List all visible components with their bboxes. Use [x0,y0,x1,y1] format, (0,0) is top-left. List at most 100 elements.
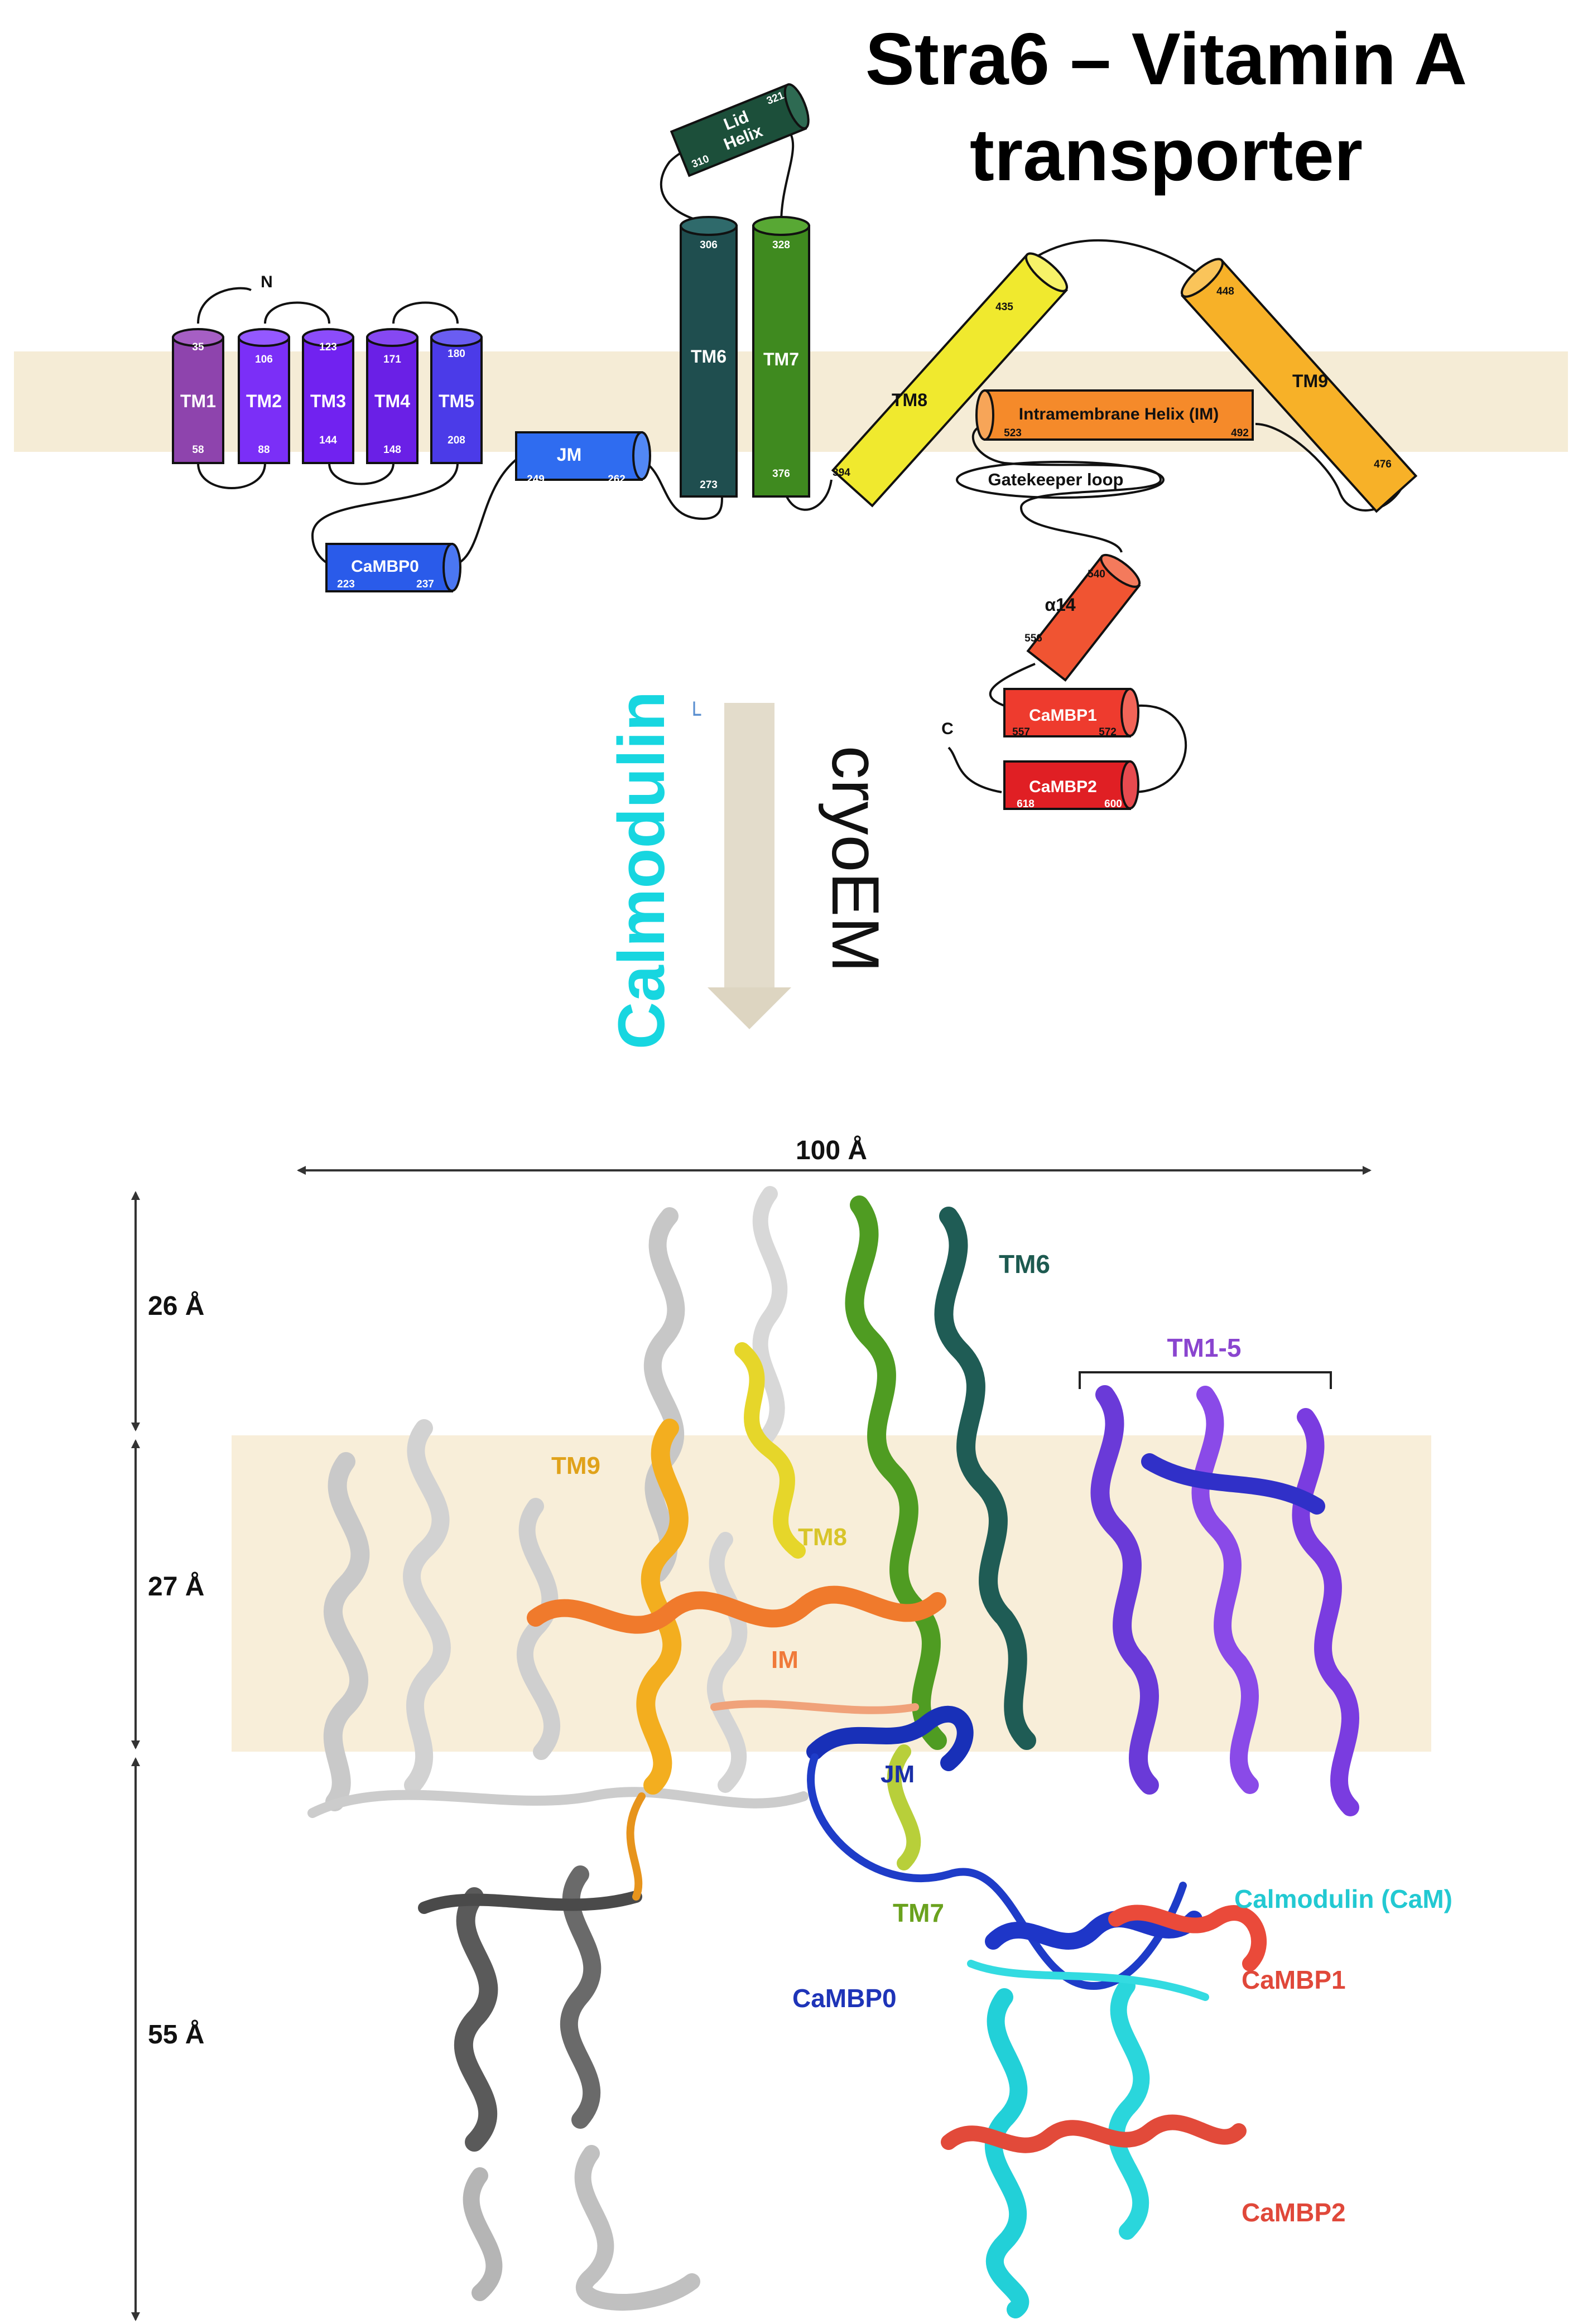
tm1-5-ribbon-a [1090,1385,1159,1795]
tm6-end: 273 [700,479,718,491]
struct-calmodulin-label: Calmodulin (CaM) [1234,1884,1452,1913]
tm4-end: 148 [383,444,401,456]
tm3-end: 144 [319,435,337,446]
gatekeeper-label: Gatekeeper loop [988,470,1124,489]
helix-tm4 [366,328,418,464]
struct-im-label: IM [771,1646,798,1674]
tm4-label: TM4 [374,391,410,411]
cambp1-helix [1108,1904,1267,1971]
helix-tm2 [238,328,290,464]
tm9-label: TM9 [1292,371,1328,391]
struct-tm8-label: TM8 [798,1523,847,1551]
tm8-label: TM8 [892,390,927,410]
helix-tm1 [172,328,224,464]
im-start: 523 [1004,427,1022,439]
jm-label: JM [557,445,581,465]
struct-cambp2-label: CaMBP2 [1242,2198,1346,2227]
calmodulin-ribbon-c [967,1960,1209,2001]
helix-im [975,389,1254,441]
jm-ribbon [806,1705,974,1771]
cambp0-end: 237 [416,578,434,590]
n-terminus-label: N [261,273,273,291]
tm9-tail [626,1792,646,1901]
helix-a14 [1026,553,1141,682]
calmodulin-ribbon-a [984,1988,1029,2318]
tm5-start: 180 [448,348,465,360]
im-lower [710,1700,919,1714]
tm7-ribbon [845,1195,947,1750]
cambp2-helix [941,2114,1247,2153]
cambp0-helix [985,1911,1202,1950]
tm1-end: 58 [192,444,204,456]
a14-end: 556 [1024,633,1042,644]
tm1-5-bracket [1079,1371,1332,1389]
helix-tm6 [680,216,738,498]
tm1-start: 35 [192,341,204,353]
struct-jm-label: JM [881,1761,915,1788]
colored-protomer [527,1195,1359,2318]
helix-tm8 [831,252,1068,508]
tm6-ribbon [934,1207,1036,1750]
im-label: Intramembrane Helix (IM) [1019,405,1219,423]
tm7-label: TM7 [763,349,799,369]
tm8-start: 394 [833,467,850,479]
tm6-label: TM6 [691,346,727,367]
cambp1-label: CaMBP1 [1029,706,1097,725]
calmodulin-side-label: Calmodulin [605,691,679,1049]
tm6-start: 306 [700,239,718,251]
small-corner-mark: └ [687,701,701,728]
c-terminus-label: C [941,720,954,738]
tm5-end: 208 [448,435,465,446]
tm2-label: TM2 [246,391,282,411]
cambp2-label: CaMBP2 [1029,778,1097,796]
cambp2-start: 618 [1017,798,1035,810]
im-end: 492 [1231,427,1249,439]
im-ribbon [527,1585,946,1634]
helix-cambp2 [1003,760,1139,810]
cryoem-arrow [708,703,791,1029]
helix-cambp0 [325,543,461,592]
figure-title: Stra6 – Vitamin A transporter [770,11,1562,203]
tm2-end: 88 [258,444,270,456]
calmodulin-ribbon-b [1108,1978,1150,2240]
tm9-end: 476 [1374,459,1392,470]
a14-start: 540 [1088,568,1105,580]
helix-tm7 [752,216,810,498]
cambp2-end: 600 [1104,798,1122,810]
tm1-label: TM1 [180,391,216,411]
cambp0-start: 223 [337,578,355,590]
struct-tm6-label: TM6 [999,1250,1050,1279]
cambp1-start: 557 [1012,726,1030,738]
tm4-start: 171 [383,354,401,365]
helix-tm5 [430,328,483,464]
helix-tm9 [1181,258,1418,513]
tm1-5-ribbon-d [1141,1453,1325,1515]
tm3-label: TM3 [310,391,346,411]
jm-start: 249 [527,474,545,485]
tm2-start: 106 [255,354,273,365]
tm3-start: 123 [319,341,337,353]
helix-jm [515,431,651,481]
cryoem-side-label: cryoEM [818,746,893,973]
title-line-1: Stra6 – Vitamin A [865,18,1468,100]
cambp0-ribbon [807,1753,1187,1990]
tm1-5-ribbon-c [1292,1408,1359,1816]
struct-tm9-label: TM9 [551,1452,600,1479]
dim-27-label: 27 Å [148,1571,204,1602]
helix-cambp1 [1003,688,1139,737]
helix-tm3 [302,328,354,464]
dim-55-label: 55 Å [148,2019,204,2050]
struct-cambp0-label: CaMBP0 [792,1984,897,2013]
title-line-2: transporter [969,114,1363,196]
tm7-start: 328 [772,239,790,251]
width-100-label: 100 Å [796,1135,867,1165]
grey-protomer [307,1186,809,2311]
dim-26-label: 26 Å [148,1291,204,1321]
tm9-start: 448 [1216,286,1234,297]
a14-label: α14 [1045,595,1075,615]
topology-loops [197,127,1410,793]
tm1-5-ribbon-b [1191,1386,1259,1794]
helix-lid [670,83,810,177]
